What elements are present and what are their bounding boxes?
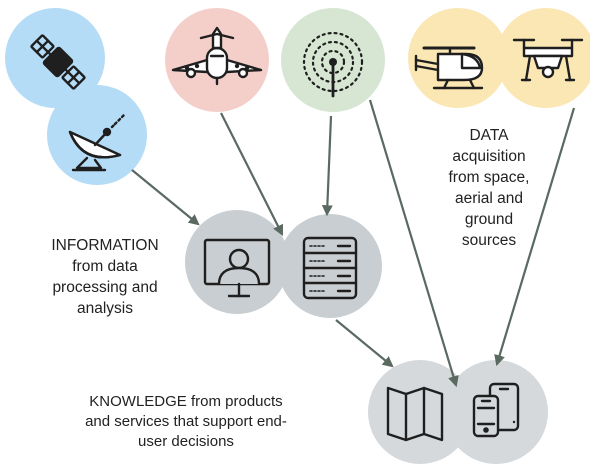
folded-map-circle: [368, 360, 472, 464]
caption-line: and services that support end-: [85, 413, 287, 430]
arrow-ground-to-processing: [321, 115, 333, 217]
airplane-icon: [171, 26, 263, 86]
information-caption: INFORMATION from data processing and ana…: [12, 235, 198, 319]
caption-line: user decisions: [138, 433, 234, 450]
caption-line: sources: [461, 232, 517, 249]
caption-line: INFORMATION: [51, 237, 159, 254]
caption-line: from data: [72, 258, 138, 275]
computer-user-icon: [203, 238, 271, 298]
server-rack-circle: [278, 214, 382, 318]
data-acquisition-caption: DATA acquisition from space, aerial and …: [420, 125, 558, 251]
arrow-ground-to-knowledge: [368, 99, 459, 388]
arrow-aerial-to-processing: [220, 112, 283, 236]
caption-line: from space,: [448, 169, 530, 186]
caption-line: KNOWLEDGE from products: [89, 393, 283, 410]
server-rack-icon: [302, 236, 358, 300]
caption-line: aerial and: [454, 190, 524, 207]
helicopter-icon: [414, 46, 484, 90]
folded-map-icon: [386, 386, 444, 442]
knowledge-caption: KNOWLEDGE from products and services tha…: [8, 392, 364, 452]
satellite-dish-circle: [47, 85, 147, 185]
satellite-icon: [30, 34, 86, 90]
drone-icon: [512, 38, 584, 82]
arrow-processing-to-knowledge: [335, 319, 394, 368]
caption-line: acquisition: [452, 148, 526, 165]
mobile-devices-icon: [472, 382, 520, 438]
flow-arrows: [131, 99, 576, 388]
satellite-dish-icon: [68, 112, 127, 172]
caption-line: DATA: [469, 127, 509, 144]
caption-line: ground: [464, 211, 514, 228]
caption-line: analysis: [77, 300, 133, 317]
arrow-drone-to-knowledge: [494, 107, 576, 367]
processing-circles: [185, 210, 382, 318]
knowledge-circles: [368, 360, 548, 464]
arrow-space-to-processing: [131, 169, 200, 226]
radio-tower-icon: [302, 31, 364, 98]
caption-line: processing and: [52, 279, 158, 296]
